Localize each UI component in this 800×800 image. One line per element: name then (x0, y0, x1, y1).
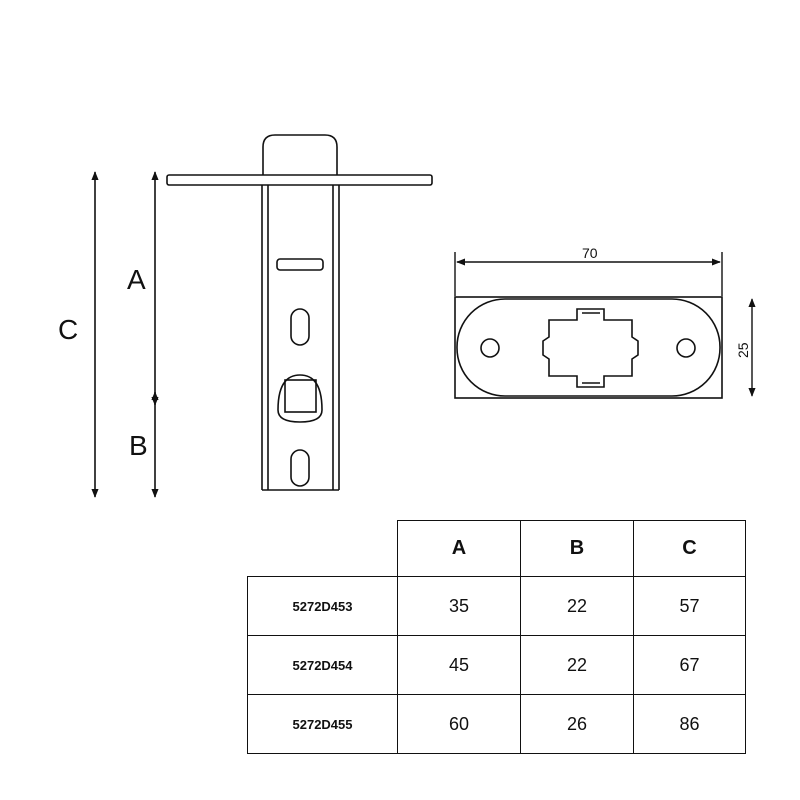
lower-oval-hole (290, 449, 310, 487)
latch-slot (276, 258, 324, 271)
column-header-c: C (633, 520, 746, 577)
cell-a: 35 (397, 576, 521, 636)
face-plate-front-view (454, 296, 723, 399)
table-header-row: A B C (247, 520, 746, 577)
table-row: 5272D453 35 22 57 (247, 576, 746, 636)
square-follower-hole (284, 379, 317, 413)
latch-side-view (166, 134, 433, 491)
upper-oval-hole (290, 308, 310, 346)
plate-dimensions (454, 252, 756, 397)
dimension-label-a: A (127, 264, 146, 295)
side-view-dimensions (91, 171, 159, 498)
center-follower-cutout (542, 308, 639, 388)
cell-c: 57 (633, 576, 746, 636)
plate-bounding-frame (454, 296, 723, 399)
cell-c: 86 (633, 694, 746, 754)
table-row: 5272D454 45 22 67 (247, 635, 746, 695)
cell-b: 22 (520, 576, 634, 636)
face-plate (166, 174, 433, 186)
cell-b: 22 (520, 635, 634, 695)
plate-outline (456, 298, 721, 397)
cell-b: 26 (520, 694, 634, 754)
cell-a: 45 (397, 635, 521, 695)
dimension-label-b: B (129, 430, 148, 461)
dimension-label-c: C (58, 314, 78, 345)
row-product-code: 5272D453 (247, 576, 398, 636)
plate-height-label: 25 (735, 342, 751, 358)
table-corner-cell (247, 520, 398, 577)
table-row: 5272D455 60 26 86 (247, 694, 746, 754)
plate-width-label: 70 (582, 245, 598, 261)
row-product-code: 5272D455 (247, 694, 398, 754)
cell-a: 60 (397, 694, 521, 754)
column-header-b: B (520, 520, 634, 577)
row-product-code: 5272D454 (247, 635, 398, 695)
left-screw-hole (480, 338, 500, 358)
dimensions-table: A B C 5272D453 35 22 57 5272D454 45 22 6… (247, 520, 746, 754)
cell-c: 67 (633, 635, 746, 695)
latch-head-cap (262, 134, 338, 175)
column-header-a: A (397, 520, 521, 577)
follower-housing (277, 374, 323, 423)
right-screw-hole (676, 338, 696, 358)
